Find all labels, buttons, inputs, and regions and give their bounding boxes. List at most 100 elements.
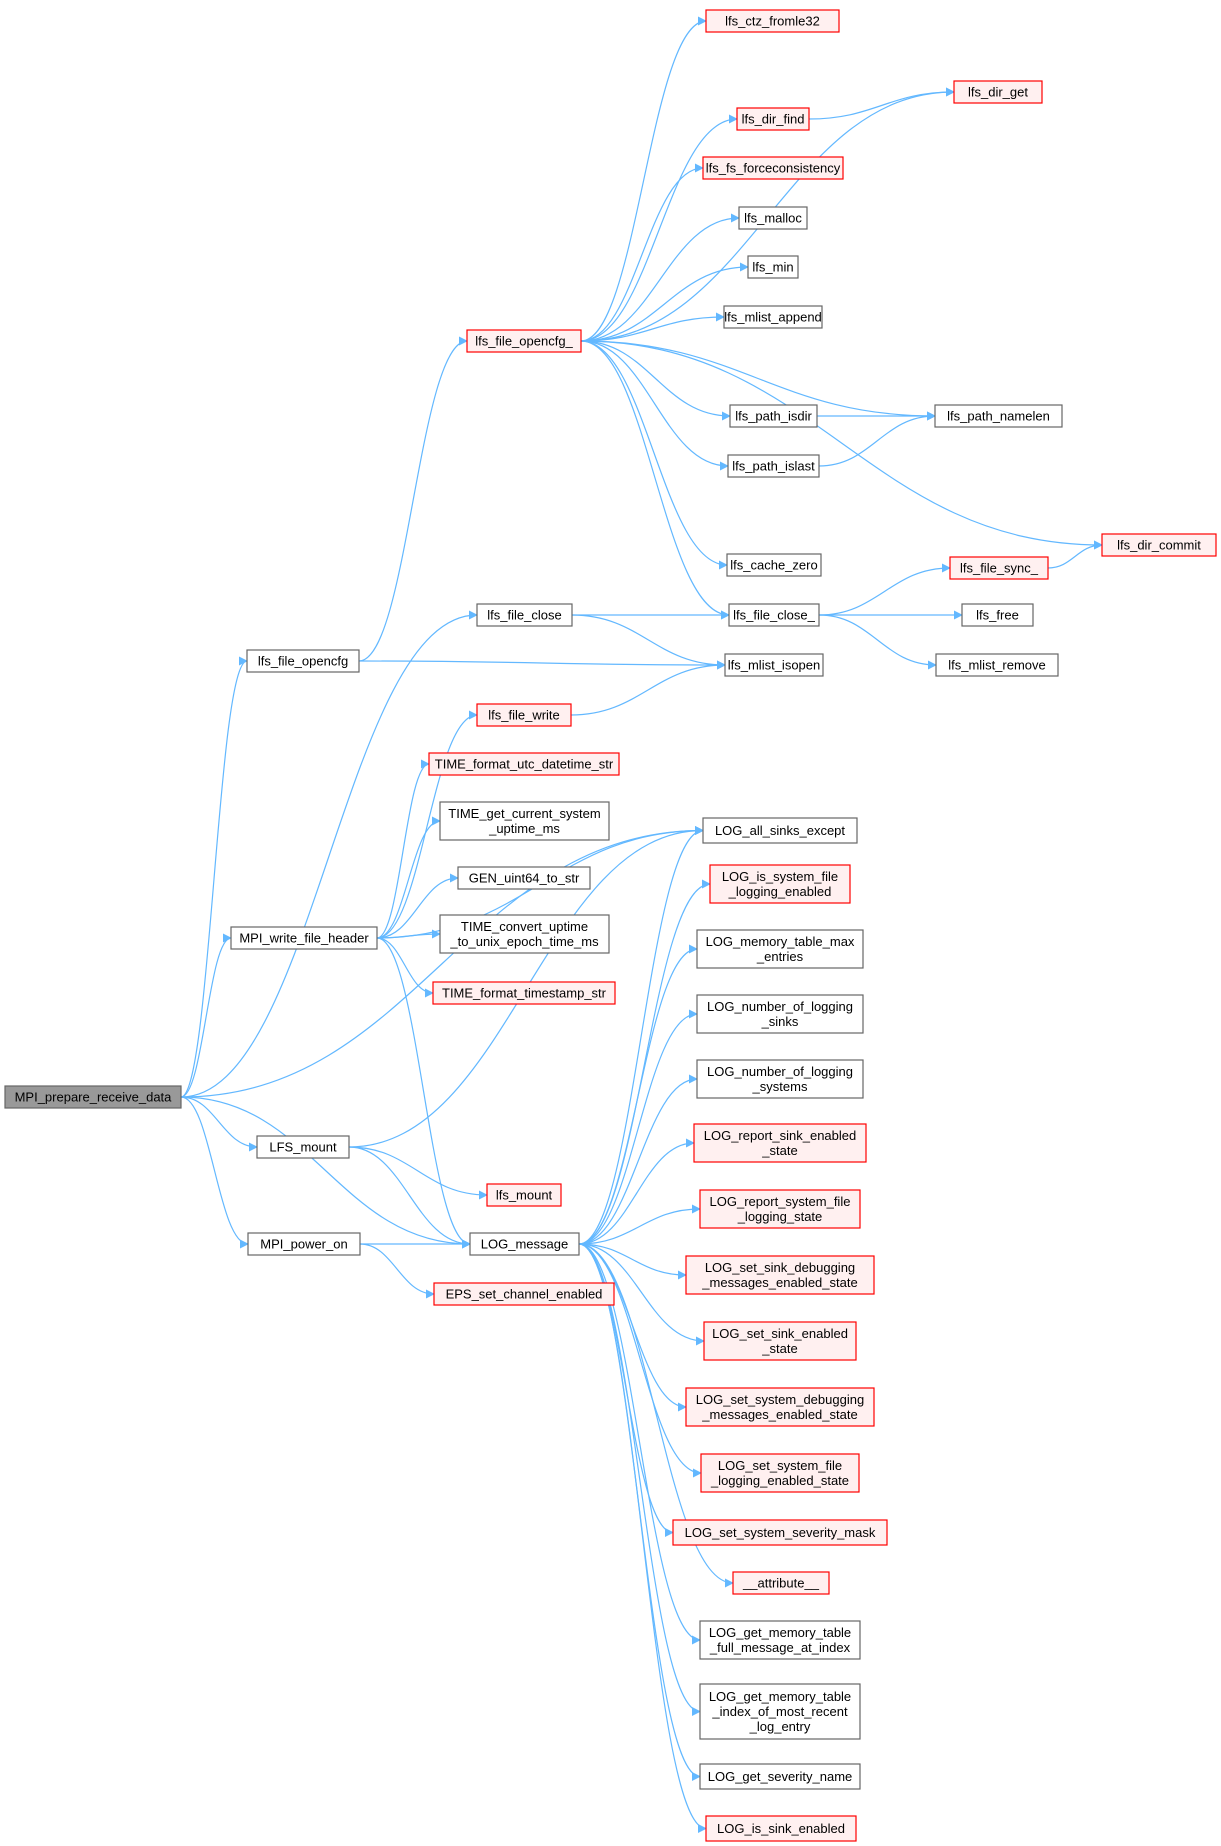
node-log_number_sinks[interactable]: LOG_number_of_logging_sinks bbox=[696, 994, 864, 1034]
node-log_set_sink_debug[interactable]: LOG_set_sink_debugging_messages_enabled_… bbox=[685, 1255, 875, 1295]
node-lfs_malloc[interactable]: lfs_malloc bbox=[738, 206, 808, 230]
node-attribute[interactable]: __attribute__ bbox=[732, 1571, 830, 1595]
node-label-log_get_index_recent: LOG_get_memory_table bbox=[709, 1689, 851, 1704]
node-root[interactable]: MPI_prepare_receive_data bbox=[4, 1085, 182, 1109]
edge-lfs_path_islast-to-lfs_path_namelen bbox=[818, 411, 936, 467]
node-lfs_file_sync_[interactable]: lfs_file_sync_ bbox=[949, 556, 1049, 580]
node-lfs_mlist_append[interactable]: lfs_mlist_append bbox=[723, 305, 823, 329]
node-lfs_path_namelen[interactable]: lfs_path_namelen bbox=[934, 404, 1063, 428]
node-label-log_get_full_msg: _full_message_at_index bbox=[709, 1640, 851, 1655]
node-lfs_path_isdir[interactable]: lfs_path_isdir bbox=[729, 404, 818, 428]
node-log_is_sink_enabled[interactable]: LOG_is_sink_enabled bbox=[705, 1815, 857, 1842]
node-lfs_free[interactable]: lfs_free bbox=[961, 603, 1034, 627]
node-label-lfs_mount: lfs_mount bbox=[496, 1188, 553, 1203]
edge-lfs_file_opencfg_-to-lfs_ctz_fromle32 bbox=[580, 16, 707, 342]
edge-mpi_power_on-to-eps_set_channel bbox=[359, 1243, 435, 1299]
edge-lfs_file_write-to-lfs_mlist_isopen bbox=[570, 660, 726, 716]
node-label-log_set_sink_enabled: _state bbox=[761, 1341, 797, 1356]
node-box-lfs_min bbox=[747, 255, 799, 279]
node-label-log_get_index_recent: _index_of_most_recent bbox=[711, 1704, 848, 1719]
node-log_number_systems[interactable]: LOG_number_of_logging_systems bbox=[696, 1059, 864, 1099]
node-box-lfs_fs_force bbox=[702, 156, 844, 180]
node-label-time_convert: TIME_convert_uptime bbox=[461, 919, 588, 934]
node-box-lfs_file_sync_ bbox=[949, 556, 1049, 580]
node-label-log_memory_table_max: LOG_memory_table_max bbox=[706, 934, 855, 949]
edge-log_message-to-log_set_system_file bbox=[578, 1243, 702, 1478]
node-label-time_get_uptime: _uptime_ms bbox=[488, 821, 560, 836]
node-log_get_full_msg[interactable]: LOG_get_memory_table_full_message_at_ind… bbox=[699, 1620, 861, 1660]
node-label-lfs_file_opencfg: lfs_file_opencfg bbox=[258, 654, 348, 669]
edge-mpi_write_file_header-to-gen_uint64 bbox=[376, 873, 459, 939]
node-lfs_mlist_isopen[interactable]: lfs_mlist_isopen bbox=[724, 653, 824, 677]
call-edges bbox=[180, 16, 1103, 1833]
node-label-gen_uint64: GEN_uint64_to_str bbox=[469, 871, 580, 886]
node-log_set_sink_enabled[interactable]: LOG_set_sink_enabled_state bbox=[703, 1321, 857, 1361]
node-box-lfs_dir_commit bbox=[1101, 533, 1217, 557]
node-lfs_dir_find[interactable]: lfs_dir_find bbox=[736, 107, 810, 131]
node-log_is_system_file[interactable]: LOG_is_system_file_logging_enabled bbox=[709, 864, 851, 904]
node-label-lfs_ctz_fromle32: lfs_ctz_fromle32 bbox=[725, 14, 820, 29]
node-label-lfs_cache_zero: lfs_cache_zero bbox=[730, 558, 817, 573]
node-lfs_file_opencfg[interactable]: lfs_file_opencfg bbox=[246, 649, 360, 673]
edge-mpi_write_file_header-to-time_format_ts bbox=[376, 937, 434, 998]
node-time_format_utc[interactable]: TIME_format_utc_datetime_str bbox=[428, 752, 620, 776]
node-lfs_file_opencfg_[interactable]: lfs_file_opencfg_ bbox=[466, 329, 582, 353]
node-mpi_write_file_header[interactable]: MPI_write_file_header bbox=[230, 926, 378, 950]
node-label-lfs_min: lfs_min bbox=[752, 260, 793, 275]
node-label-log_get_severity: LOG_get_severity_name bbox=[708, 1769, 853, 1784]
node-box-mpi_write_file_header bbox=[230, 926, 378, 950]
edge-lfs_mount_cap-to-lfs_mount bbox=[348, 1146, 488, 1200]
node-lfs_min[interactable]: lfs_min bbox=[747, 255, 799, 279]
node-lfs_file_close_[interactable]: lfs_file_close_ bbox=[728, 603, 820, 627]
node-log_report_system[interactable]: LOG_report_system_file_logging_state bbox=[699, 1189, 861, 1229]
node-label-log_number_systems: _systems bbox=[752, 1079, 808, 1094]
node-log_set_severity[interactable]: LOG_set_system_severity_mask bbox=[672, 1519, 888, 1546]
node-time_get_uptime[interactable]: TIME_get_current_system_uptime_ms bbox=[439, 801, 610, 841]
node-lfs_fs_force[interactable]: lfs_fs_forceconsistency bbox=[702, 156, 844, 180]
node-log_report_sink[interactable]: LOG_report_sink_enabled_state bbox=[693, 1123, 867, 1163]
edge-lfs_file_opencfg-to-lfs_mlist_isopen bbox=[358, 660, 726, 670]
node-box-log_set_sink_enabled bbox=[703, 1321, 857, 1361]
node-label-lfs_dir_get: lfs_dir_get bbox=[968, 85, 1028, 100]
node-box-mpi_power_on bbox=[247, 1232, 361, 1256]
node-log_message[interactable]: LOG_message bbox=[469, 1232, 580, 1256]
node-label-log_set_sink_debug: _messages_enabled_state bbox=[701, 1275, 857, 1290]
edge-lfs_mount_cap-to-log_message bbox=[348, 1146, 471, 1249]
node-lfs_mount_cap[interactable]: LFS_mount bbox=[256, 1135, 350, 1159]
node-lfs_dir_commit[interactable]: lfs_dir_commit bbox=[1101, 533, 1217, 557]
node-box-lfs_free bbox=[961, 603, 1034, 627]
node-box-log_all_sinks_except bbox=[702, 817, 858, 844]
node-box-lfs_file_write bbox=[476, 703, 572, 727]
node-label-log_number_systems: LOG_number_of_logging bbox=[707, 1064, 853, 1079]
node-lfs_file_close[interactable]: lfs_file_close bbox=[476, 603, 573, 627]
node-lfs_mlist_remove[interactable]: lfs_mlist_remove bbox=[935, 653, 1059, 677]
node-label-root: MPI_prepare_receive_data bbox=[15, 1090, 173, 1105]
node-lfs_mount[interactable]: lfs_mount bbox=[486, 1183, 562, 1207]
node-log_get_severity[interactable]: LOG_get_severity_name bbox=[699, 1763, 861, 1790]
node-lfs_path_islast[interactable]: lfs_path_islast bbox=[727, 454, 820, 478]
node-log_all_sinks_except[interactable]: LOG_all_sinks_except bbox=[702, 817, 858, 844]
function-nodes: MPI_prepare_receive_data lfs_file_opencfg… bbox=[4, 9, 1217, 1842]
node-lfs_cache_zero[interactable]: lfs_cache_zero bbox=[726, 553, 822, 577]
node-gen_uint64[interactable]: GEN_uint64_to_str bbox=[457, 866, 591, 890]
node-box-log_get_index_recent bbox=[699, 1683, 861, 1740]
node-box-attribute bbox=[732, 1571, 830, 1595]
node-time_convert[interactable]: TIME_convert_uptime_to_unix_epoch_time_m… bbox=[439, 914, 610, 954]
node-lfs_ctz_fromle32[interactable]: lfs_ctz_fromle32 bbox=[705, 9, 840, 33]
node-lfs_dir_get[interactable]: lfs_dir_get bbox=[953, 80, 1043, 104]
node-lfs_file_write[interactable]: lfs_file_write bbox=[476, 703, 572, 727]
node-log_set_system_file[interactable]: LOG_set_system_file_logging_enabled_stat… bbox=[700, 1453, 860, 1493]
node-box-time_format_utc bbox=[428, 752, 620, 776]
node-box-lfs_mlist_append bbox=[723, 305, 823, 329]
edge-root-to-lfs_mount_cap bbox=[180, 1096, 258, 1152]
node-time_format_ts[interactable]: TIME_format_timestamp_str bbox=[432, 981, 616, 1005]
node-eps_set_channel[interactable]: EPS_set_channel_enabled bbox=[433, 1282, 615, 1306]
edge-log_message-to-log_set_sink_debug bbox=[578, 1243, 687, 1280]
node-log_set_system_debug[interactable]: LOG_set_system_debugging_messages_enable… bbox=[685, 1387, 875, 1427]
node-log_memory_table_max[interactable]: LOG_memory_table_max_entries bbox=[696, 929, 864, 969]
edge-log_message-to-log_get_index_recent bbox=[578, 1243, 701, 1716]
node-label-log_memory_table_max: _entries bbox=[756, 949, 804, 964]
node-log_get_index_recent[interactable]: LOG_get_memory_table_index_of_most_recen… bbox=[699, 1683, 861, 1740]
node-mpi_power_on[interactable]: MPI_power_on bbox=[247, 1232, 361, 1256]
node-label-lfs_mlist_append: lfs_mlist_append bbox=[724, 310, 822, 325]
